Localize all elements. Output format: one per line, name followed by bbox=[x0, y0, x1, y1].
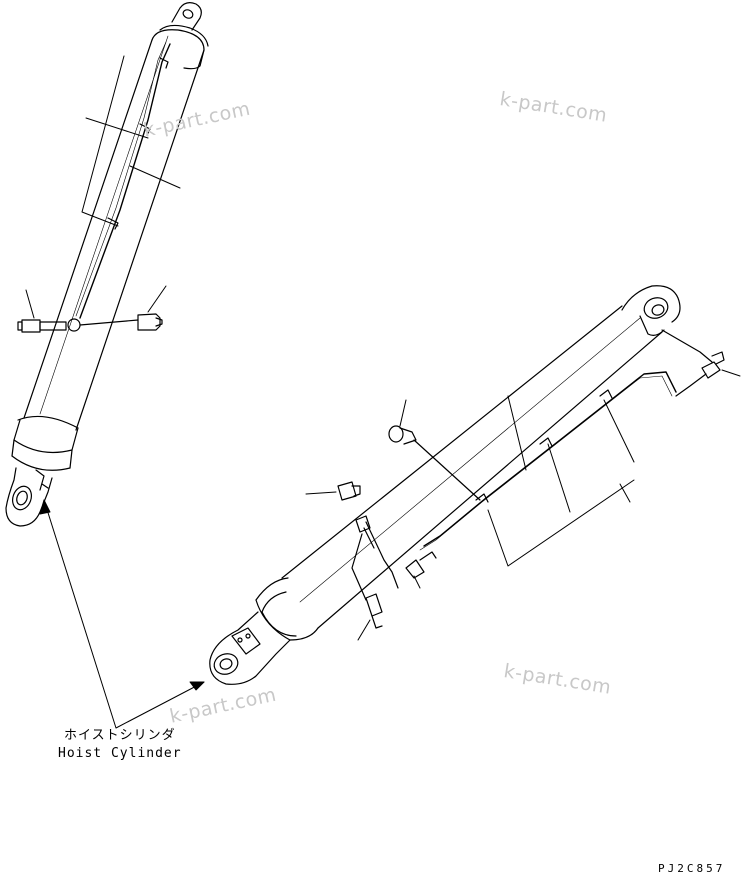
right-end-fitting bbox=[661, 329, 725, 397]
right-leader-lower bbox=[357, 619, 371, 641]
left-leader-nipple-r bbox=[147, 285, 167, 313]
right-lower-coupling bbox=[405, 551, 437, 589]
left-grease-tube bbox=[79, 43, 171, 319]
right-cylinder bbox=[209, 285, 741, 685]
right-tube-clamp-1 bbox=[599, 389, 613, 399]
left-cylinder bbox=[5, 2, 209, 527]
left-barrel bbox=[23, 35, 205, 431]
left-bottom-eye bbox=[5, 467, 53, 527]
left-bottom-collar bbox=[11, 415, 79, 471]
callout-arrowhead-right bbox=[189, 681, 205, 691]
right-bottom-collar bbox=[255, 577, 319, 641]
right-leader-nipple bbox=[305, 491, 337, 495]
callout-arrowhead-left bbox=[39, 499, 51, 515]
right-leaders bbox=[487, 369, 741, 567]
left-tube-clamp-3 bbox=[107, 217, 119, 230]
left-top-rod-eye bbox=[159, 2, 209, 47]
left-tube-clamp-1 bbox=[159, 57, 169, 69]
right-bottom-eye bbox=[209, 611, 291, 685]
left-tee-fitting bbox=[17, 313, 163, 333]
right-banjo-fitting bbox=[388, 399, 481, 501]
caption-japanese: ホイストシリンダ bbox=[64, 728, 176, 743]
right-tee-fitting bbox=[337, 481, 399, 629]
left-tube-clamp-2 bbox=[139, 123, 151, 136]
right-barrel bbox=[281, 305, 663, 629]
right-grease-tube bbox=[423, 371, 677, 547]
caption-callout bbox=[39, 499, 205, 729]
drawing-code: PJ2C857 bbox=[658, 862, 726, 875]
left-top-cap bbox=[151, 29, 205, 70]
left-leaders bbox=[81, 55, 181, 227]
caption-english: Hoist Cylinder bbox=[58, 746, 182, 761]
right-top-rod-eye bbox=[621, 285, 681, 336]
left-leader-nipple-l bbox=[25, 289, 35, 319]
right-tube-clamp-2 bbox=[539, 437, 553, 447]
